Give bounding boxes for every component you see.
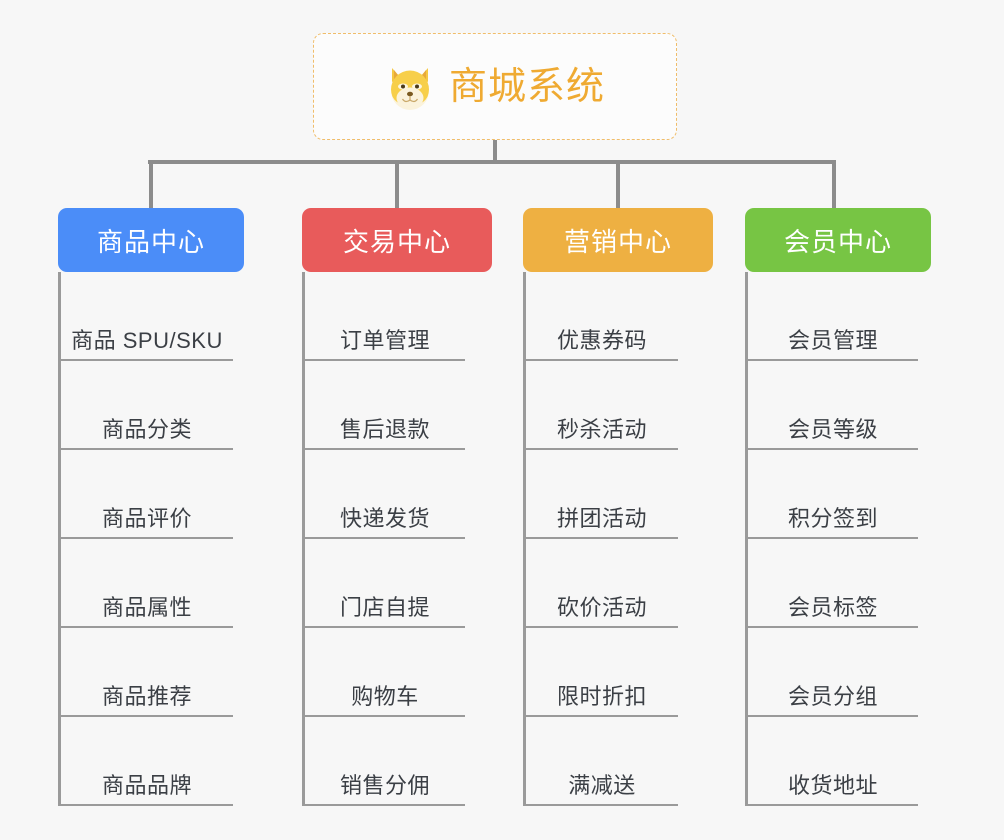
connector-stem	[493, 140, 497, 164]
shiba-dog-icon	[390, 67, 429, 110]
branch-label: 会员中心	[783, 226, 892, 257]
leaf-label: 商品分类	[101, 417, 192, 442]
leaf-item[interactable]: 商品分类	[61, 361, 233, 450]
leaf-item[interactable]: 优惠券码	[526, 272, 678, 361]
leaf-item[interactable]: 快递发货	[305, 450, 465, 539]
connector-bus	[148, 160, 836, 164]
leaf-item[interactable]: 会员分组	[748, 628, 918, 717]
leaf-label: 商品 SPU/SKU	[71, 328, 223, 353]
leaf-label: 收货地址	[787, 773, 878, 798]
branch-header-button[interactable]: 会员中心	[745, 208, 931, 272]
leaf-list: 商品 SPU/SKU 商品分类 商品评价 商品属性 商品推荐 商品品牌	[58, 272, 233, 806]
leaf-item[interactable]: 积分签到	[748, 450, 918, 539]
connector-drop-1	[149, 160, 153, 208]
connector-drop-3	[616, 160, 620, 208]
leaf-label: 会员管理	[787, 328, 878, 353]
leaf-label: 会员标签	[787, 595, 878, 620]
leaf-label: 购物车	[351, 684, 419, 709]
leaf-item[interactable]: 会员标签	[748, 539, 918, 628]
branch-header-button[interactable]: 商品中心	[58, 208, 244, 272]
leaf-label: 销售分佣	[339, 773, 430, 798]
branch-column-交易中心: 交易中心 订单管理 售后退款 快递发货 门店自提 购物车 销售分佣	[302, 208, 492, 806]
leaf-item[interactable]: 会员管理	[748, 272, 918, 361]
leaf-item[interactable]: 秒杀活动	[526, 361, 678, 450]
leaf-label: 商品评价	[101, 506, 192, 531]
leaf-item[interactable]: 拼团活动	[526, 450, 678, 539]
branch-header-button[interactable]: 交易中心	[302, 208, 492, 272]
root-title: 商城系统	[448, 65, 605, 108]
leaf-list: 优惠券码 秒杀活动 拼团活动 砍价活动 限时折扣 满减送	[523, 272, 678, 806]
leaf-item[interactable]: 订单管理	[305, 272, 465, 361]
leaf-label: 限时折扣	[556, 684, 647, 709]
leaf-item[interactable]: 收货地址	[748, 717, 918, 806]
leaf-label: 优惠券码	[556, 328, 647, 353]
leaf-list: 会员管理 会员等级 积分签到 会员标签 会员分组 收货地址	[745, 272, 918, 806]
leaf-label: 会员等级	[787, 417, 878, 442]
leaf-label: 拼团活动	[556, 506, 647, 531]
leaf-item[interactable]: 销售分佣	[305, 717, 465, 806]
leaf-list: 订单管理 售后退款 快递发货 门店自提 购物车 销售分佣	[302, 272, 465, 806]
leaf-label: 订单管理	[339, 328, 430, 353]
branch-column-商品中心: 商品中心 商品 SPU/SKU 商品分类 商品评价 商品属性 商品推荐 商品品牌	[58, 208, 244, 806]
branch-header-button[interactable]: 营销中心	[523, 208, 713, 272]
leaf-item[interactable]: 满减送	[526, 717, 678, 806]
leaf-label: 积分签到	[787, 506, 878, 531]
leaf-item[interactable]: 会员等级	[748, 361, 918, 450]
leaf-item[interactable]: 商品推荐	[61, 628, 233, 717]
leaf-label: 商品推荐	[101, 684, 192, 709]
leaf-item[interactable]: 商品评价	[61, 450, 233, 539]
leaf-item[interactable]: 限时折扣	[526, 628, 678, 717]
branch-column-营销中心: 营销中心 优惠券码 秒杀活动 拼团活动 砍价活动 限时折扣 满减送	[523, 208, 713, 806]
leaf-item[interactable]: 商品属性	[61, 539, 233, 628]
leaf-item[interactable]: 商品 SPU/SKU	[61, 272, 233, 361]
leaf-label: 满减送	[568, 773, 636, 798]
branch-label: 商品中心	[96, 226, 205, 257]
leaf-label: 售后退款	[339, 417, 430, 442]
connector-drop-2	[395, 160, 399, 208]
leaf-label: 砍价活动	[556, 595, 647, 620]
root-node[interactable]: 商城系统	[313, 33, 677, 140]
branch-label: 交易中心	[342, 226, 451, 257]
leaf-label: 门店自提	[339, 595, 430, 620]
branch-label: 营销中心	[563, 226, 672, 257]
leaf-item[interactable]: 门店自提	[305, 539, 465, 628]
leaf-label: 秒杀活动	[556, 417, 647, 442]
leaf-label: 商品品牌	[101, 773, 192, 798]
leaf-label: 商品属性	[101, 595, 192, 620]
leaf-item[interactable]: 商品品牌	[61, 717, 233, 806]
leaf-label: 快递发货	[339, 506, 430, 531]
leaf-item[interactable]: 售后退款	[305, 361, 465, 450]
branch-column-会员中心: 会员中心 会员管理 会员等级 积分签到 会员标签 会员分组 收货地址	[745, 208, 931, 806]
leaf-item[interactable]: 砍价活动	[526, 539, 678, 628]
connector-drop-4	[832, 160, 836, 208]
leaf-item[interactable]: 购物车	[305, 628, 465, 717]
leaf-label: 会员分组	[787, 684, 878, 709]
